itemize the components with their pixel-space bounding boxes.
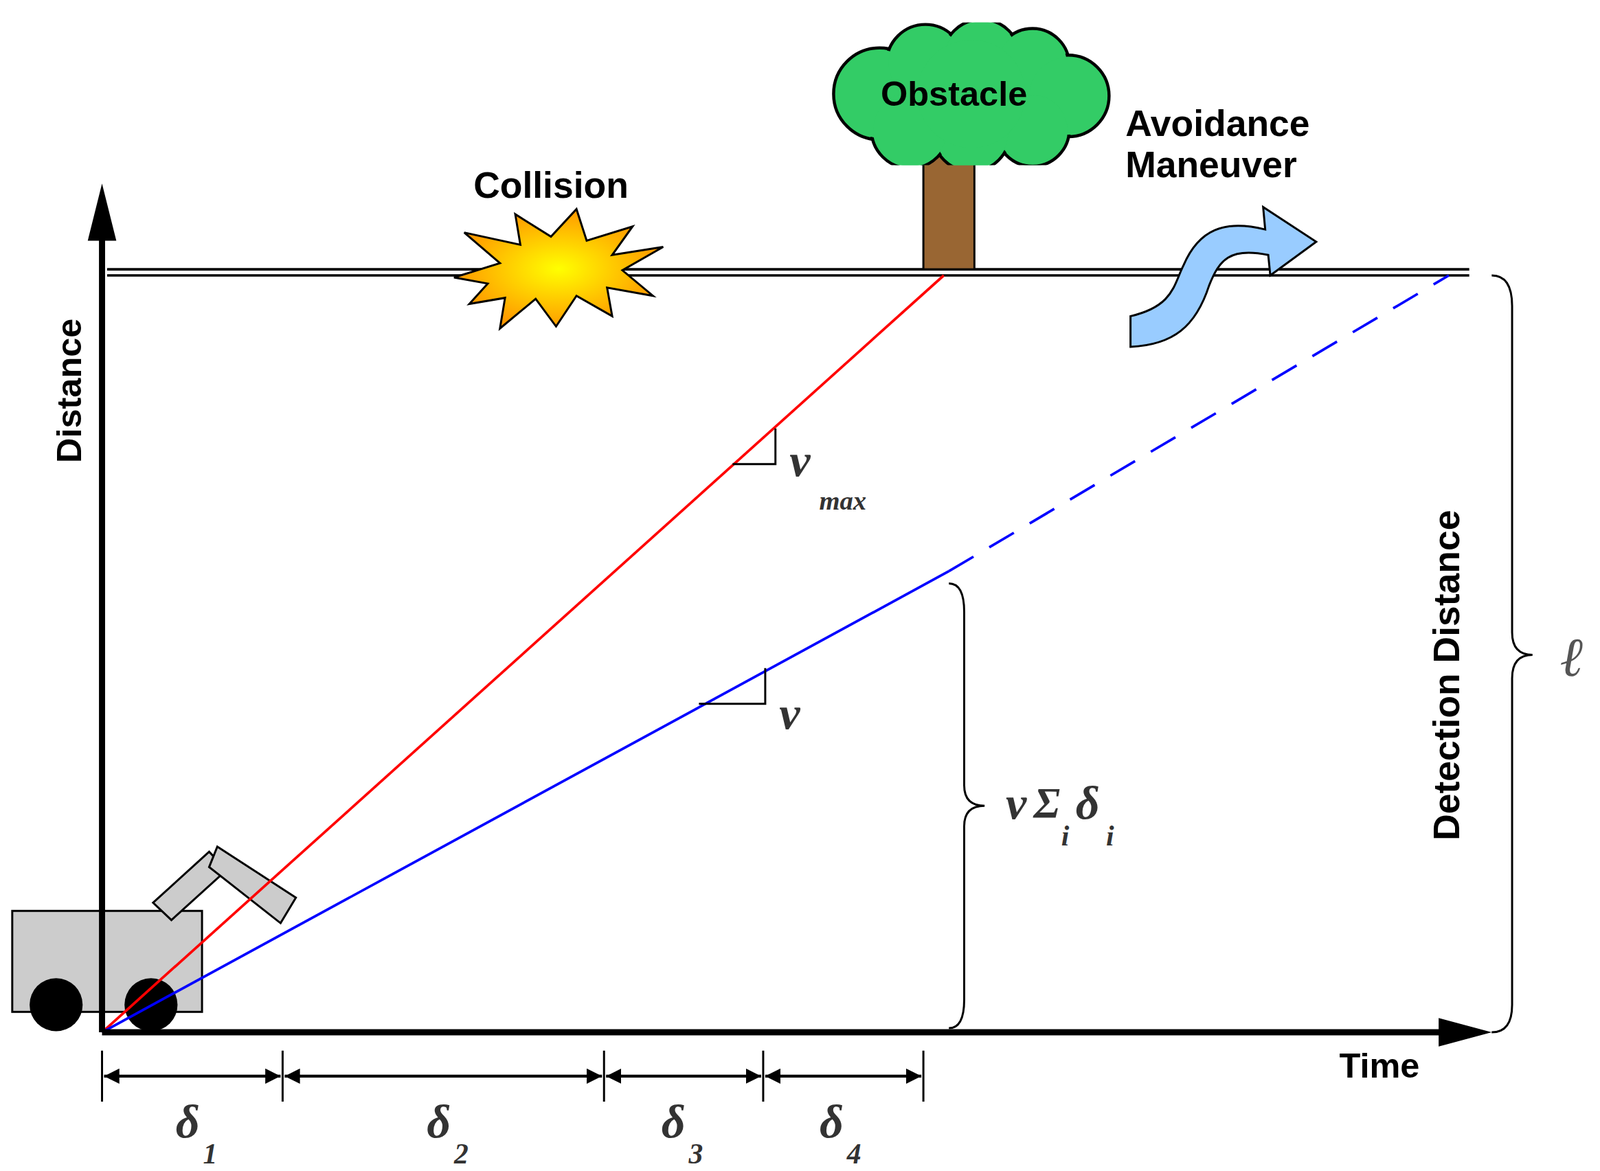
symbol: ℓ — [1559, 627, 1583, 689]
subscript: 1 — [203, 1139, 218, 1171]
symbol: δ — [175, 1096, 200, 1148]
node-label: Obstacle — [880, 74, 1028, 115]
event-label: Avoidance Maneuver — [1125, 103, 1401, 185]
symbol: δ — [819, 1096, 844, 1148]
subscript: i — [1106, 820, 1115, 853]
robot-sensor — [208, 847, 296, 924]
robot-wheel — [29, 978, 83, 1032]
subscript: 2 — [454, 1139, 469, 1171]
tree-canopy: Obstacle — [828, 22, 1115, 166]
avoidance-arrow — [1130, 206, 1317, 347]
subscript: max — [818, 487, 867, 516]
subscript: 3 — [689, 1139, 704, 1171]
symbol: δ — [1075, 778, 1100, 830]
brace — [1491, 275, 1532, 1033]
axis-title: Time — [1338, 1046, 1420, 1086]
interval-ticks — [102, 1051, 925, 1102]
max-speed-line — [102, 275, 944, 1033]
axis-head — [87, 183, 117, 241]
axis-head — [1438, 1018, 1492, 1047]
axis-title: Distance — [50, 318, 89, 464]
symbol: δ — [661, 1096, 686, 1148]
collision-burst — [454, 208, 663, 329]
symbol: v — [779, 688, 800, 740]
ground-line — [107, 274, 1470, 277]
subscript: 4 — [847, 1139, 862, 1171]
symbol: δ — [426, 1096, 451, 1148]
event-label: Collision — [473, 165, 629, 207]
subscript: i — [1061, 820, 1070, 853]
dimension-label: Detection Distance — [1426, 510, 1468, 841]
symbol: v — [789, 435, 810, 488]
symbol: Σ — [1033, 780, 1061, 828]
slope-mark — [732, 428, 775, 465]
interval-arrows — [103, 1075, 922, 1078]
ground-line — [107, 267, 1470, 271]
slope-mark — [698, 668, 766, 705]
x-axis — [102, 1029, 1445, 1036]
symbol: v — [1005, 778, 1027, 830]
y-axis — [98, 234, 106, 1033]
brace — [948, 583, 985, 1030]
tree-trunk — [923, 153, 975, 270]
speed-line-dashed — [948, 275, 1449, 572]
speed-line — [102, 571, 950, 1033]
